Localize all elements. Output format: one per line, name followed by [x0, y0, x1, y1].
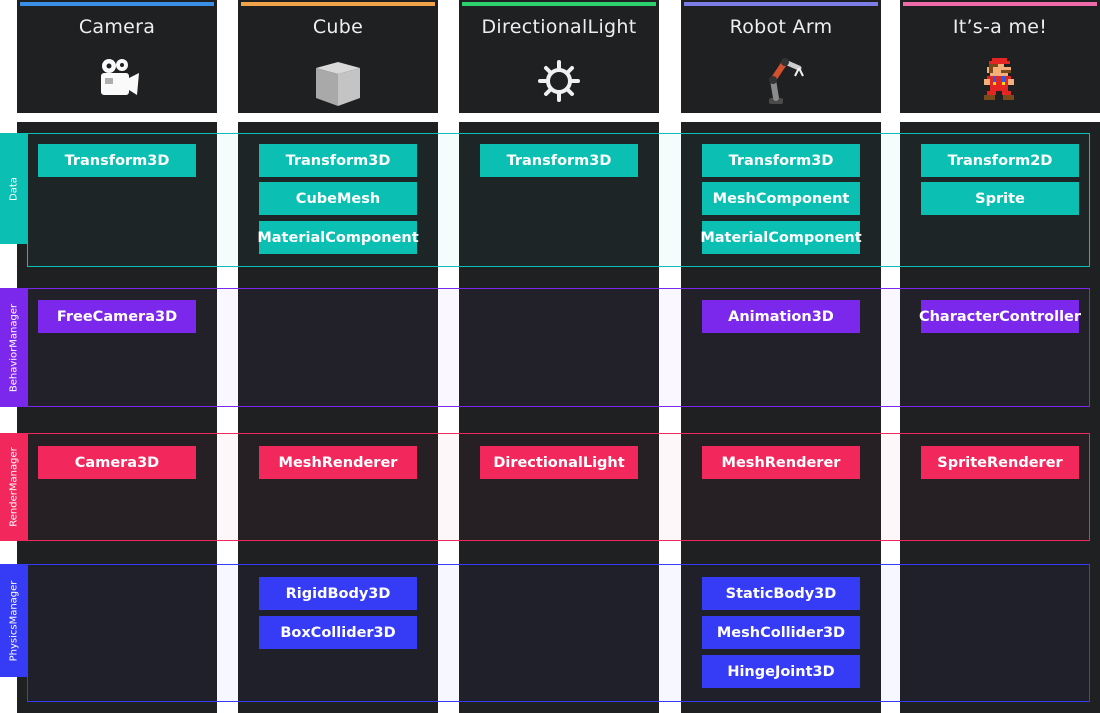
entity-title: DirectionalLight — [481, 16, 637, 38]
entity-column-robot-arm — [681, 122, 881, 713]
component-box[interactable]: BoxCollider3D — [259, 616, 417, 649]
component-box[interactable]: MeshComponent — [702, 182, 860, 215]
component-box[interactable]: MeshRenderer — [259, 446, 417, 479]
component-box[interactable]: Transform2D — [921, 144, 1079, 177]
component-box[interactable]: Transform3D — [259, 144, 417, 177]
header-color-bar — [462, 2, 656, 6]
header-color-bar — [20, 2, 214, 6]
component-box[interactable]: CubeMesh — [259, 182, 417, 215]
manager-label: Data — [8, 176, 19, 201]
component-box[interactable]: RigidBody3D — [259, 577, 417, 610]
component-box[interactable]: Transform3D — [702, 144, 860, 177]
component-box[interactable]: Sprite — [921, 182, 1079, 215]
component-box[interactable]: FreeCamera3D — [38, 300, 196, 333]
manager-tab-behavior: BehaviorManager — [0, 288, 27, 407]
entity-title: Cube — [312, 16, 364, 38]
entity-title: Robot Arm — [729, 16, 833, 38]
component-box[interactable]: MaterialComponent — [700, 221, 862, 254]
entity-header-cube: Cube — [238, 0, 438, 113]
manager-label: RenderManager — [8, 447, 19, 527]
pixel-mario-icon — [984, 58, 1014, 100]
entity-column-cube — [238, 122, 438, 713]
component-box[interactable]: Transform3D — [38, 144, 196, 177]
entity-column-directional-light — [459, 122, 659, 713]
component-box[interactable]: Transform3D — [480, 144, 638, 177]
entity-header-mario: It’s-a me! — [900, 0, 1100, 113]
entity-column-mario — [900, 122, 1100, 713]
header-color-bar — [903, 2, 1097, 6]
robot-arm-icon — [769, 58, 804, 104]
entity-header-camera: Camera — [17, 0, 217, 113]
component-box[interactable]: MeshCollider3D — [702, 616, 860, 649]
component-box[interactable]: MaterialComponent — [257, 221, 419, 254]
component-box[interactable]: Camera3D — [38, 446, 196, 479]
entity-column-camera — [17, 122, 217, 713]
component-box[interactable]: MeshRenderer — [702, 446, 860, 479]
component-box[interactable]: SpriteRenderer — [921, 446, 1079, 479]
component-box[interactable]: DirectionalLight — [480, 446, 638, 479]
sun-gear-icon — [538, 60, 580, 102]
manager-label: BehaviorManager — [8, 303, 19, 392]
manager-tab-data: Data — [0, 133, 27, 244]
entity-title: It’s-a me! — [952, 16, 1048, 38]
manager-tab-physics: PhysicsManager — [0, 564, 27, 677]
cube-icon — [316, 62, 360, 106]
manager-tab-render: RenderManager — [0, 433, 27, 541]
entity-header-robot-arm: Robot Arm — [681, 0, 881, 113]
header-color-bar — [241, 2, 435, 6]
component-box[interactable]: CharacterController — [919, 300, 1081, 333]
entity-header-directional-light: DirectionalLight — [459, 0, 659, 113]
manager-label: PhysicsManager — [8, 580, 19, 661]
entity-title: Camera — [78, 16, 156, 38]
component-box[interactable]: HingeJoint3D — [702, 655, 860, 688]
header-color-bar — [684, 2, 878, 6]
movie-camera-icon — [101, 59, 139, 95]
component-box[interactable]: Animation3D — [702, 300, 860, 333]
component-box[interactable]: StaticBody3D — [702, 577, 860, 610]
